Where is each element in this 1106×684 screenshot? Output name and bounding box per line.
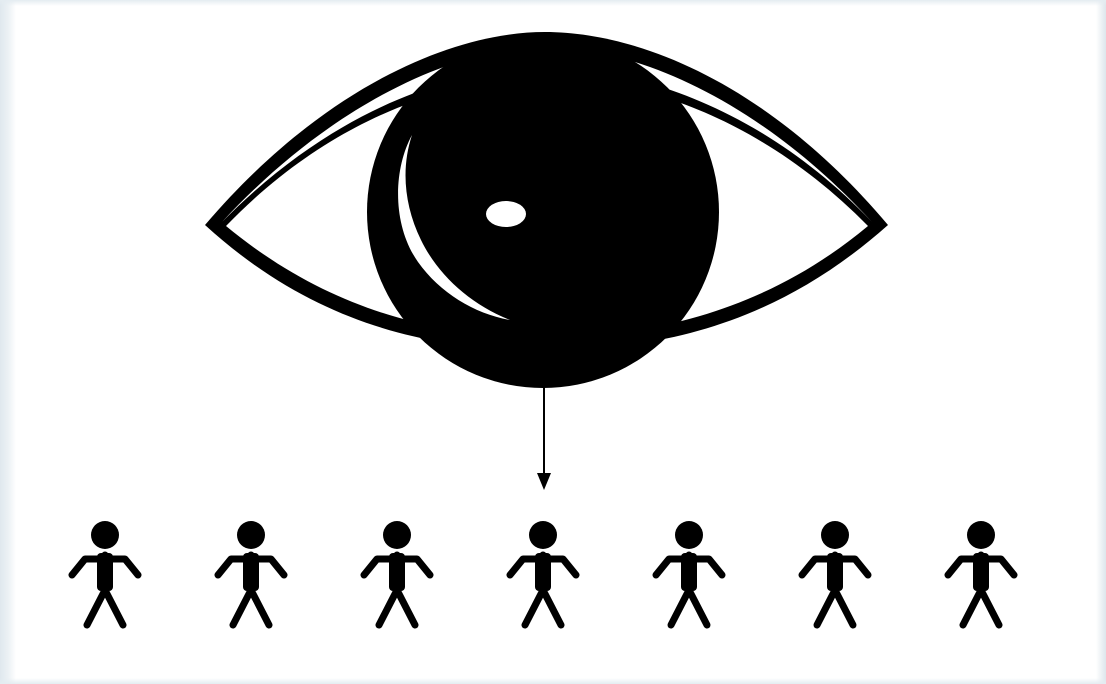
stick-figure-torso (827, 553, 843, 591)
stick-figure-torso (681, 553, 697, 591)
stick-figure-torso (389, 553, 405, 591)
stick-figure-icon (72, 521, 138, 625)
stick-figure-icon (364, 521, 430, 625)
arrow-head (537, 473, 551, 490)
eye-iris (367, 36, 719, 388)
stick-figure-icon (802, 521, 868, 625)
eye-icon (205, 32, 888, 388)
stick-figure-icon (948, 521, 1014, 625)
people-row (72, 521, 1014, 625)
eye-pupil-highlight (486, 201, 526, 227)
stick-figure-torso (243, 553, 259, 591)
stick-figure-head (529, 521, 557, 549)
stick-figure-head (91, 521, 119, 549)
stick-figure-icon (218, 521, 284, 625)
stick-figure-head (967, 521, 995, 549)
stick-figure-torso (535, 553, 551, 591)
stick-figure-icon (510, 521, 576, 625)
stick-figure-icon (656, 521, 722, 625)
stick-figure-head (821, 521, 849, 549)
stick-figure-torso (97, 553, 113, 591)
stick-figure-torso (973, 553, 989, 591)
stick-figure-head (675, 521, 703, 549)
stick-figure-head (237, 521, 265, 549)
stick-figure-head (383, 521, 411, 549)
